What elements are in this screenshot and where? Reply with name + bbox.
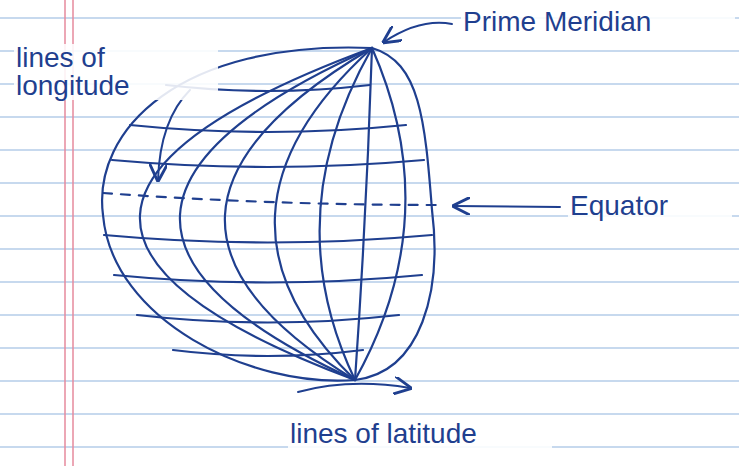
ruled-lines bbox=[0, 18, 739, 447]
equator-label: Equator bbox=[568, 192, 732, 220]
latitude-label: lines of latitude bbox=[288, 420, 552, 448]
prime-meridian-label: Prime Meridian bbox=[461, 8, 735, 36]
longitude-label: lines of longitude bbox=[14, 44, 218, 100]
pointer-arrows bbox=[158, 23, 560, 392]
